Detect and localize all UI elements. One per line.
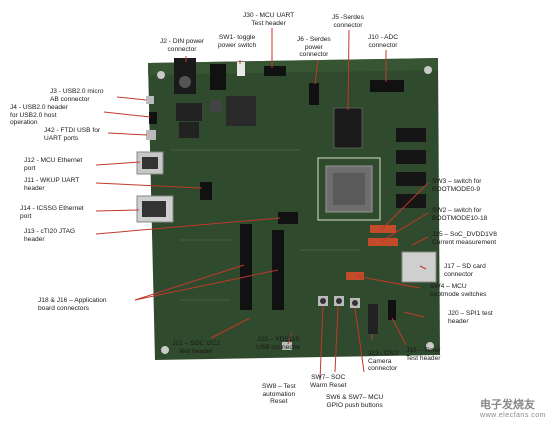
pcb-board <box>148 58 440 360</box>
wkup-uart-header <box>200 182 212 200</box>
serdes-connector <box>333 107 363 149</box>
serdes-power-connector <box>309 83 319 105</box>
sd-card-connector <box>401 251 437 283</box>
usb-micro-connector <box>146 96 154 104</box>
ftdi-usb <box>146 130 156 140</box>
mount-hole <box>424 66 432 74</box>
app-connector-j16 <box>240 224 252 310</box>
adc-connector <box>370 80 404 92</box>
memory-chip <box>396 194 426 208</box>
bootmode-switch-sw2 <box>368 238 398 246</box>
mount-hole <box>426 342 434 350</box>
memory-chip <box>396 128 426 142</box>
watermark-sub: www.elecfans.com <box>480 412 546 419</box>
jtag-header <box>278 212 298 224</box>
mcu-uart-header <box>264 66 286 76</box>
timer-header <box>388 300 396 320</box>
memory-chip <box>396 172 426 186</box>
usb-host-header <box>149 112 157 124</box>
soc-outline <box>317 157 381 221</box>
power-toggle-switch <box>210 64 226 90</box>
xds110-usb-connector <box>282 342 292 350</box>
camera-connector <box>368 304 378 334</box>
bootmode-switch-sw3 <box>370 225 396 233</box>
mcu-bootmode-switch <box>346 272 364 280</box>
mount-hole <box>161 346 169 354</box>
memory-chip <box>396 150 426 164</box>
watermark-main: 电子发烧友 <box>480 399 536 411</box>
watermark: 电子发烧友 www.elecfans.com <box>480 396 546 419</box>
mount-hole <box>157 71 165 79</box>
